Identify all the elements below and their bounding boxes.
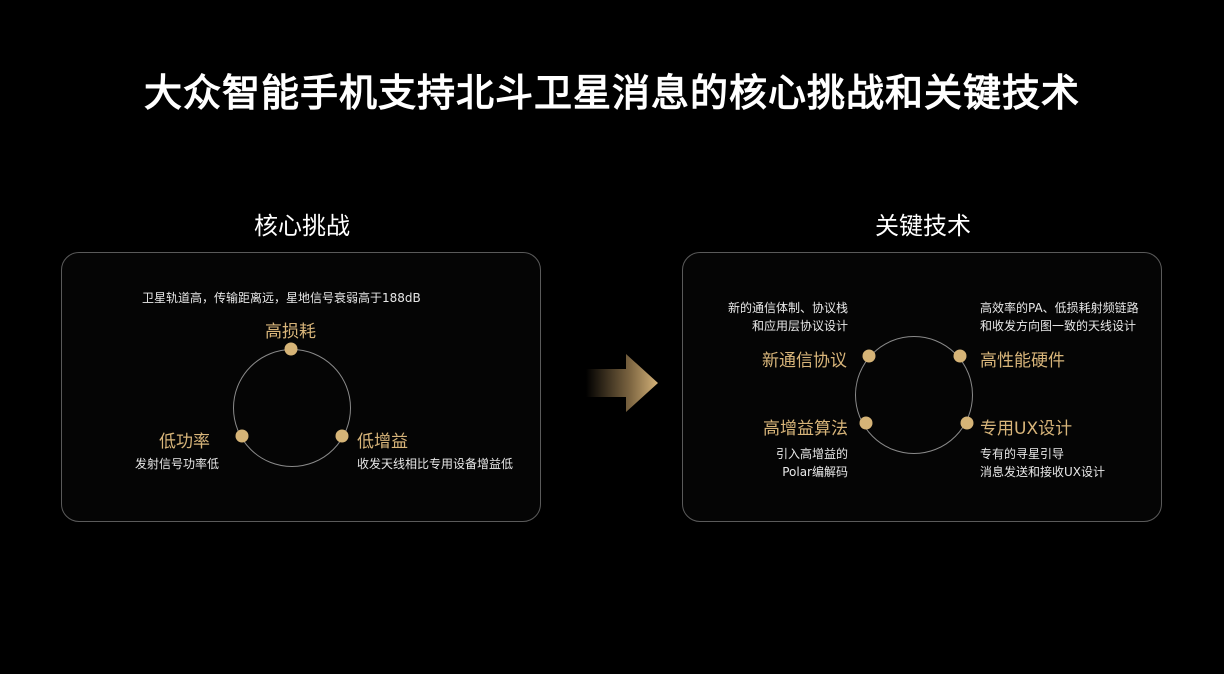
tech-protocol-desc-2: 和应用层协议设计 [751,319,848,333]
tech-protocol-desc-1: 新的通信体制、协议栈 [727,301,848,315]
challenge-summary: 卫星轨道高，传输距离远，星地信号衰弱高于188dB [142,291,421,305]
challenge-cycle-ring [233,349,351,467]
challenge-high-loss: 高损耗 [265,322,316,342]
challenge-low-power: 低功率 [159,432,210,452]
page-title: 大众智能手机支持北斗卫星消息的核心挑战和关键技术 [143,71,1080,115]
right-arrow-icon [586,354,658,412]
tech-cycle-ring [855,336,973,454]
tech-ux-desc-2: 消息发送和接收UX设计 [980,465,1106,479]
tech-high-perf-hardware: 高性能硬件 [980,351,1065,371]
challenge-dot-top [284,342,298,356]
tech-algorithm-desc-2: Polar编解码 [782,465,848,479]
challenges-panel: 卫星轨道高，传输距离远，星地信号衰弱高于188dB 高损耗 低功率 发射信号功率… [61,252,541,522]
challenges-heading: 核心挑战 [254,212,350,240]
tech-hardware-desc-2: 和收发方向图一致的天线设计 [980,319,1137,333]
challenge-low-gain-desc: 收发天线相比专用设备增益低 [357,457,514,471]
tech-dedicated-ux: 专用UX设计 [980,419,1073,439]
challenge-dot-right [335,429,349,443]
key-tech-panel: 新的通信体制、协议栈 和应用层协议设计 新通信协议 高效率的PA、低损耗射频链路… [682,252,1162,522]
tech-new-protocol: 新通信协议 [762,351,847,371]
challenge-low-power-desc: 发射信号功率低 [135,457,220,471]
tech-hardware-desc-1: 高效率的PA、低损耗射频链路 [980,301,1139,315]
tech-algorithm-desc-1: 引入高增益的 [775,447,848,461]
tech-dot-bl [859,416,873,430]
tech-dot-br [960,416,974,430]
key-tech-heading: 关键技术 [875,212,971,240]
tech-ux-desc-1: 专有的寻星引导 [980,447,1065,461]
tech-dot-tr [953,349,967,363]
tech-dot-tl [862,349,876,363]
challenge-low-gain: 低增益 [357,432,408,452]
tech-high-gain-algorithm: 高增益算法 [763,419,848,439]
challenge-dot-left [235,429,249,443]
